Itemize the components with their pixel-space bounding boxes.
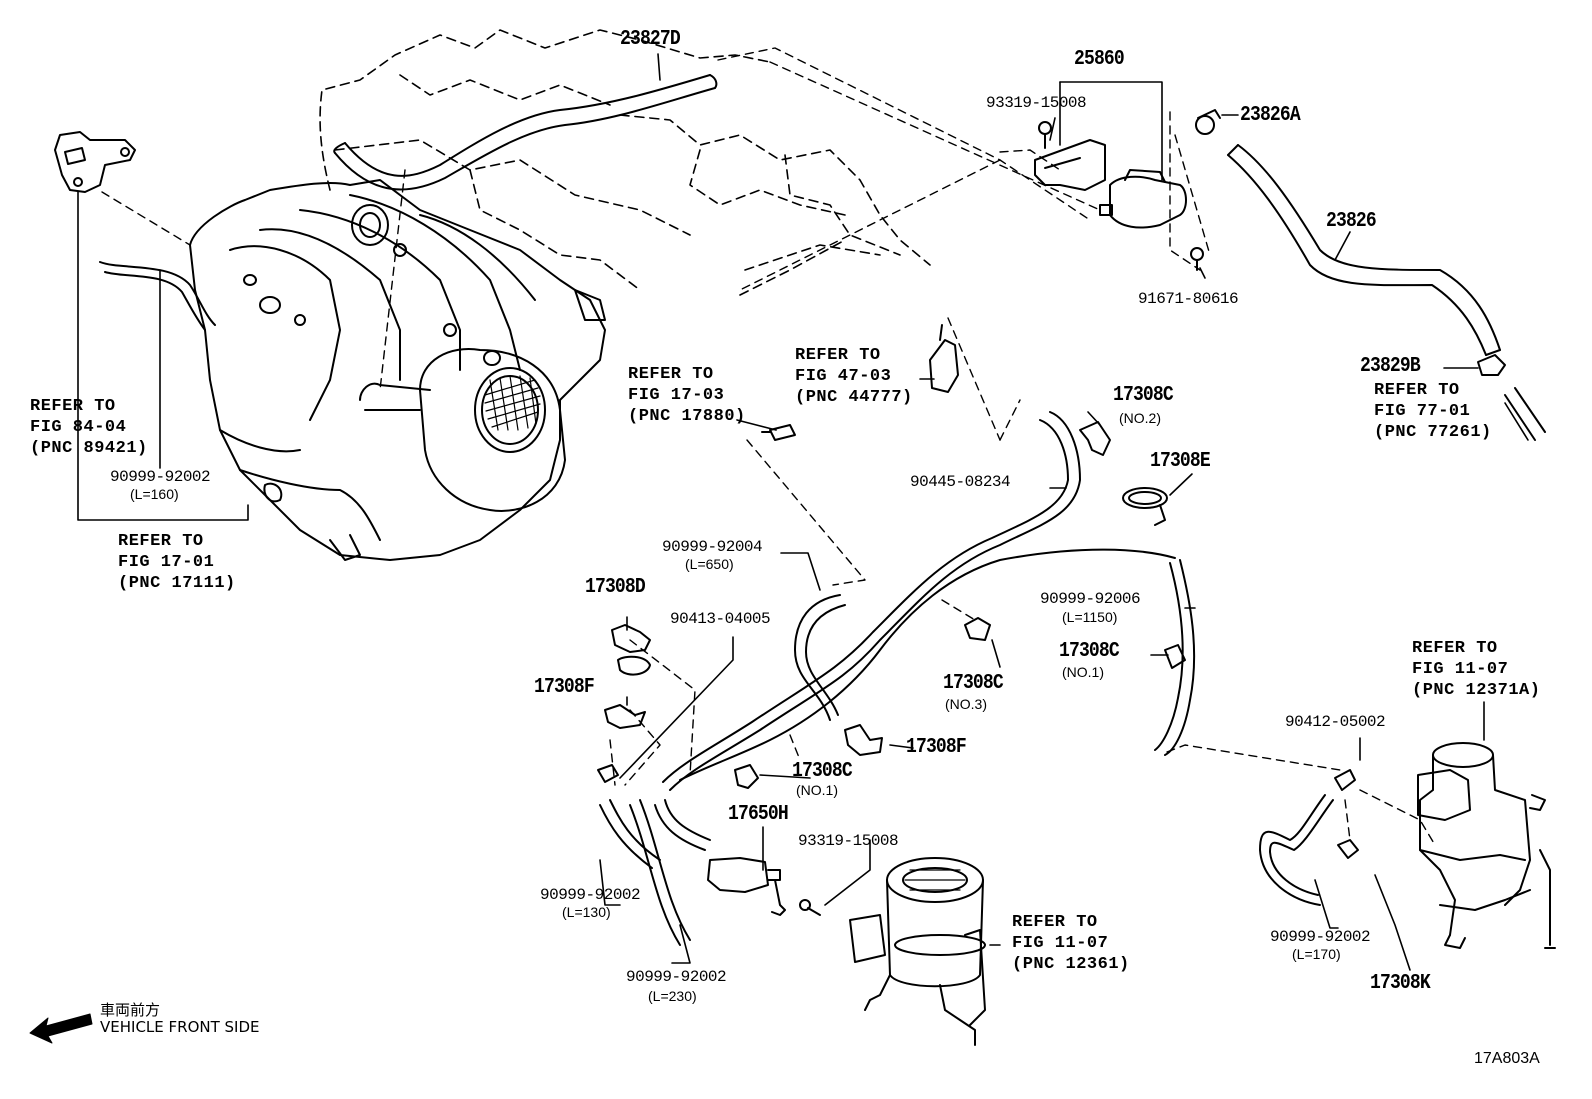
vsv-25860 (1034, 121, 1204, 271)
length-label-l160: (L=160) (130, 486, 179, 502)
part-label-90412-05002: 90412-05002 (1285, 713, 1386, 731)
clamp-number-no3: (NO.3) (945, 696, 987, 712)
reference-fig-11-07-a[interactable]: REFER TO FIG 11-07 (PNC 12371A) (1412, 639, 1541, 700)
part-label-90999-92002-l160: 90999-92002 (110, 468, 211, 486)
engine-outline (319, 29, 931, 296)
legend-front-side-jp: 車両前方 (100, 1001, 161, 1019)
part-label-90999-92006: 90999-92006 (1040, 590, 1141, 608)
part-label-23829b: 23829B (1360, 355, 1421, 378)
reference-fig-77-01[interactable]: REFER TO FIG 77-01 (PNC 77261) (1374, 381, 1492, 442)
part-label-17308d: 17308D (585, 576, 646, 599)
canister-12361 (849, 857, 986, 1046)
reference-fig-17-03[interactable]: REFER TO FIG 17-03 (PNC 17880) (628, 365, 746, 426)
part-label-90445-08234: 90445-08234 (910, 473, 1011, 491)
leader-lines (101, 47, 1436, 846)
solid-leaders (77, 53, 1529, 971)
part-label-90999-92002-l230: 90999-92002 (626, 968, 727, 986)
part-label-17308f-lower: 17308F (906, 736, 967, 759)
reference-fig-47-03[interactable]: REFER TO FIG 47-03 (PNC 44777) (795, 346, 913, 407)
hoses (99, 74, 1546, 946)
part-label-17308c-no2: 17308C (1113, 384, 1174, 407)
part-label-93319-15008-lower: 93319-15008 (798, 832, 899, 850)
sensor-bracket (54, 131, 136, 193)
part-label-90999-92004: 90999-92004 (662, 538, 763, 556)
part-label-17308c-no1-lower: 17308C (792, 760, 853, 783)
clamp-number-no1-lower: (NO.1) (796, 782, 838, 798)
length-label-l130: (L=130) (562, 904, 611, 920)
part-label-90413-04005: 90413-04005 (670, 610, 771, 628)
legend-front-side-en: VEHICLE FRONT SIDE (100, 1018, 260, 1036)
reference-fig-17-01[interactable]: REFER TO FIG 17-01 (PNC 17111) (118, 532, 236, 593)
clip-23826a (1195, 109, 1221, 135)
clip-23829b (1477, 354, 1506, 376)
length-label-l650: (L=650) (685, 556, 734, 572)
clamp-number-no2: (NO.2) (1119, 410, 1161, 426)
part-label-23826a: 23826A (1240, 104, 1301, 127)
clamp-number-no1-right: (NO.1) (1062, 664, 1104, 680)
fitting-17880 (761, 424, 796, 441)
part-label-17650h: 17650H (728, 803, 789, 826)
part-label-23826: 23826 (1326, 210, 1377, 233)
part-label-17308c-no3: 17308C (943, 672, 1004, 695)
part-label-91671-80616: 91671-80616 (1138, 290, 1239, 308)
front-arrow-icon (29, 1013, 93, 1044)
canister-12371a (1417, 742, 1556, 949)
part-label-90999-92002-l130: 90999-92002 (540, 886, 641, 904)
part-label-17308c-no1-right: 17308C (1059, 640, 1120, 663)
length-label-l170: (L=170) (1292, 946, 1341, 962)
part-label-23827d: 23827D (620, 28, 681, 51)
part-label-90999-92002-l170: 90999-92002 (1270, 928, 1371, 946)
part-label-17308k: 17308K (1370, 972, 1431, 995)
part-label-25860: 25860 (1074, 48, 1125, 71)
intake-manifold (189, 179, 606, 561)
figure-code: 17A803A (1474, 1050, 1540, 1067)
reference-fig-84-04[interactable]: REFER TO FIG 84-04 (PNC 89421) (30, 397, 148, 458)
length-label-l230: (L=230) (648, 988, 697, 1004)
reference-fig-11-07-b[interactable]: REFER TO FIG 11-07 (PNC 12361) (1012, 913, 1130, 974)
vsv-17650h (707, 857, 821, 916)
length-label-l1150: (L=1150) (1062, 609, 1118, 625)
sensor-44777 (929, 324, 959, 393)
part-label-93319-15008: 93319-15008 (986, 94, 1087, 112)
part-label-17308e: 17308E (1150, 450, 1211, 473)
part-label-17308f-upper: 17308F (534, 676, 595, 699)
clamps (597, 421, 1359, 859)
